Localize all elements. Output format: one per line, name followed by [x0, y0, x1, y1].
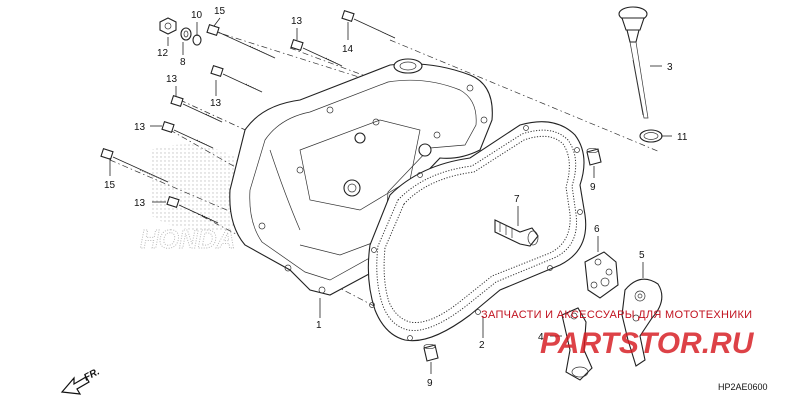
callout-10: 10 [191, 10, 203, 21]
lever [621, 278, 663, 367]
watermark-brand: PARTSTOR.RU [540, 327, 755, 360]
callout-14: 14 [342, 44, 354, 55]
gasket [367, 121, 587, 342]
honda-watermark-text: HONDA [140, 224, 235, 254]
callout-3: 3 [667, 62, 673, 73]
callout-9-bottom: 9 [427, 378, 433, 389]
diagram-code: HP2AE0600 [718, 382, 768, 392]
callout-2: 2 [479, 340, 485, 351]
dowel-pins [423, 147, 602, 362]
callout-13-left-mid: 13 [134, 122, 146, 133]
arm [561, 307, 593, 381]
callout-1: 1 [316, 320, 322, 331]
front-direction-indicator: FR. [60, 366, 102, 395]
callout-13-top: 13 [291, 16, 303, 27]
leader-lines [109, 17, 672, 374]
callout-9-right: 9 [590, 182, 596, 193]
callout-11: 11 [677, 132, 688, 143]
callout-13-lower: 13 [134, 198, 146, 209]
direction-arrow-icon [60, 376, 90, 395]
dipstick [618, 6, 663, 143]
fasteners [100, 9, 396, 224]
callout-15-top: 15 [214, 6, 226, 17]
shaft [494, 219, 539, 247]
callout-6: 6 [594, 224, 600, 235]
callouts: 10 15 13 12 8 14 13 13 13 15 13 3 11 9 7… [104, 6, 688, 389]
callout-7: 7 [514, 194, 520, 205]
callout-4: 4 [538, 332, 544, 343]
bracket [584, 251, 619, 299]
callout-13-left-upper: 13 [166, 74, 178, 85]
callout-13-left: 13 [210, 98, 222, 109]
watermark-tagline: ЗАПЧАСТИ И АКСЕССУАРЫ ДЛЯ МОТОТЕХНИКИ [481, 309, 752, 321]
callout-12: 12 [157, 48, 169, 59]
partstor-watermark: ЗАПЧАСТИ И АКСЕССУАРЫ ДЛЯ МОТОТЕХНИКИ PA… [481, 309, 755, 360]
callout-15-left: 15 [104, 180, 116, 191]
direction-label: FR. [82, 366, 101, 383]
callout-8: 8 [180, 57, 186, 68]
callout-5: 5 [639, 250, 645, 261]
